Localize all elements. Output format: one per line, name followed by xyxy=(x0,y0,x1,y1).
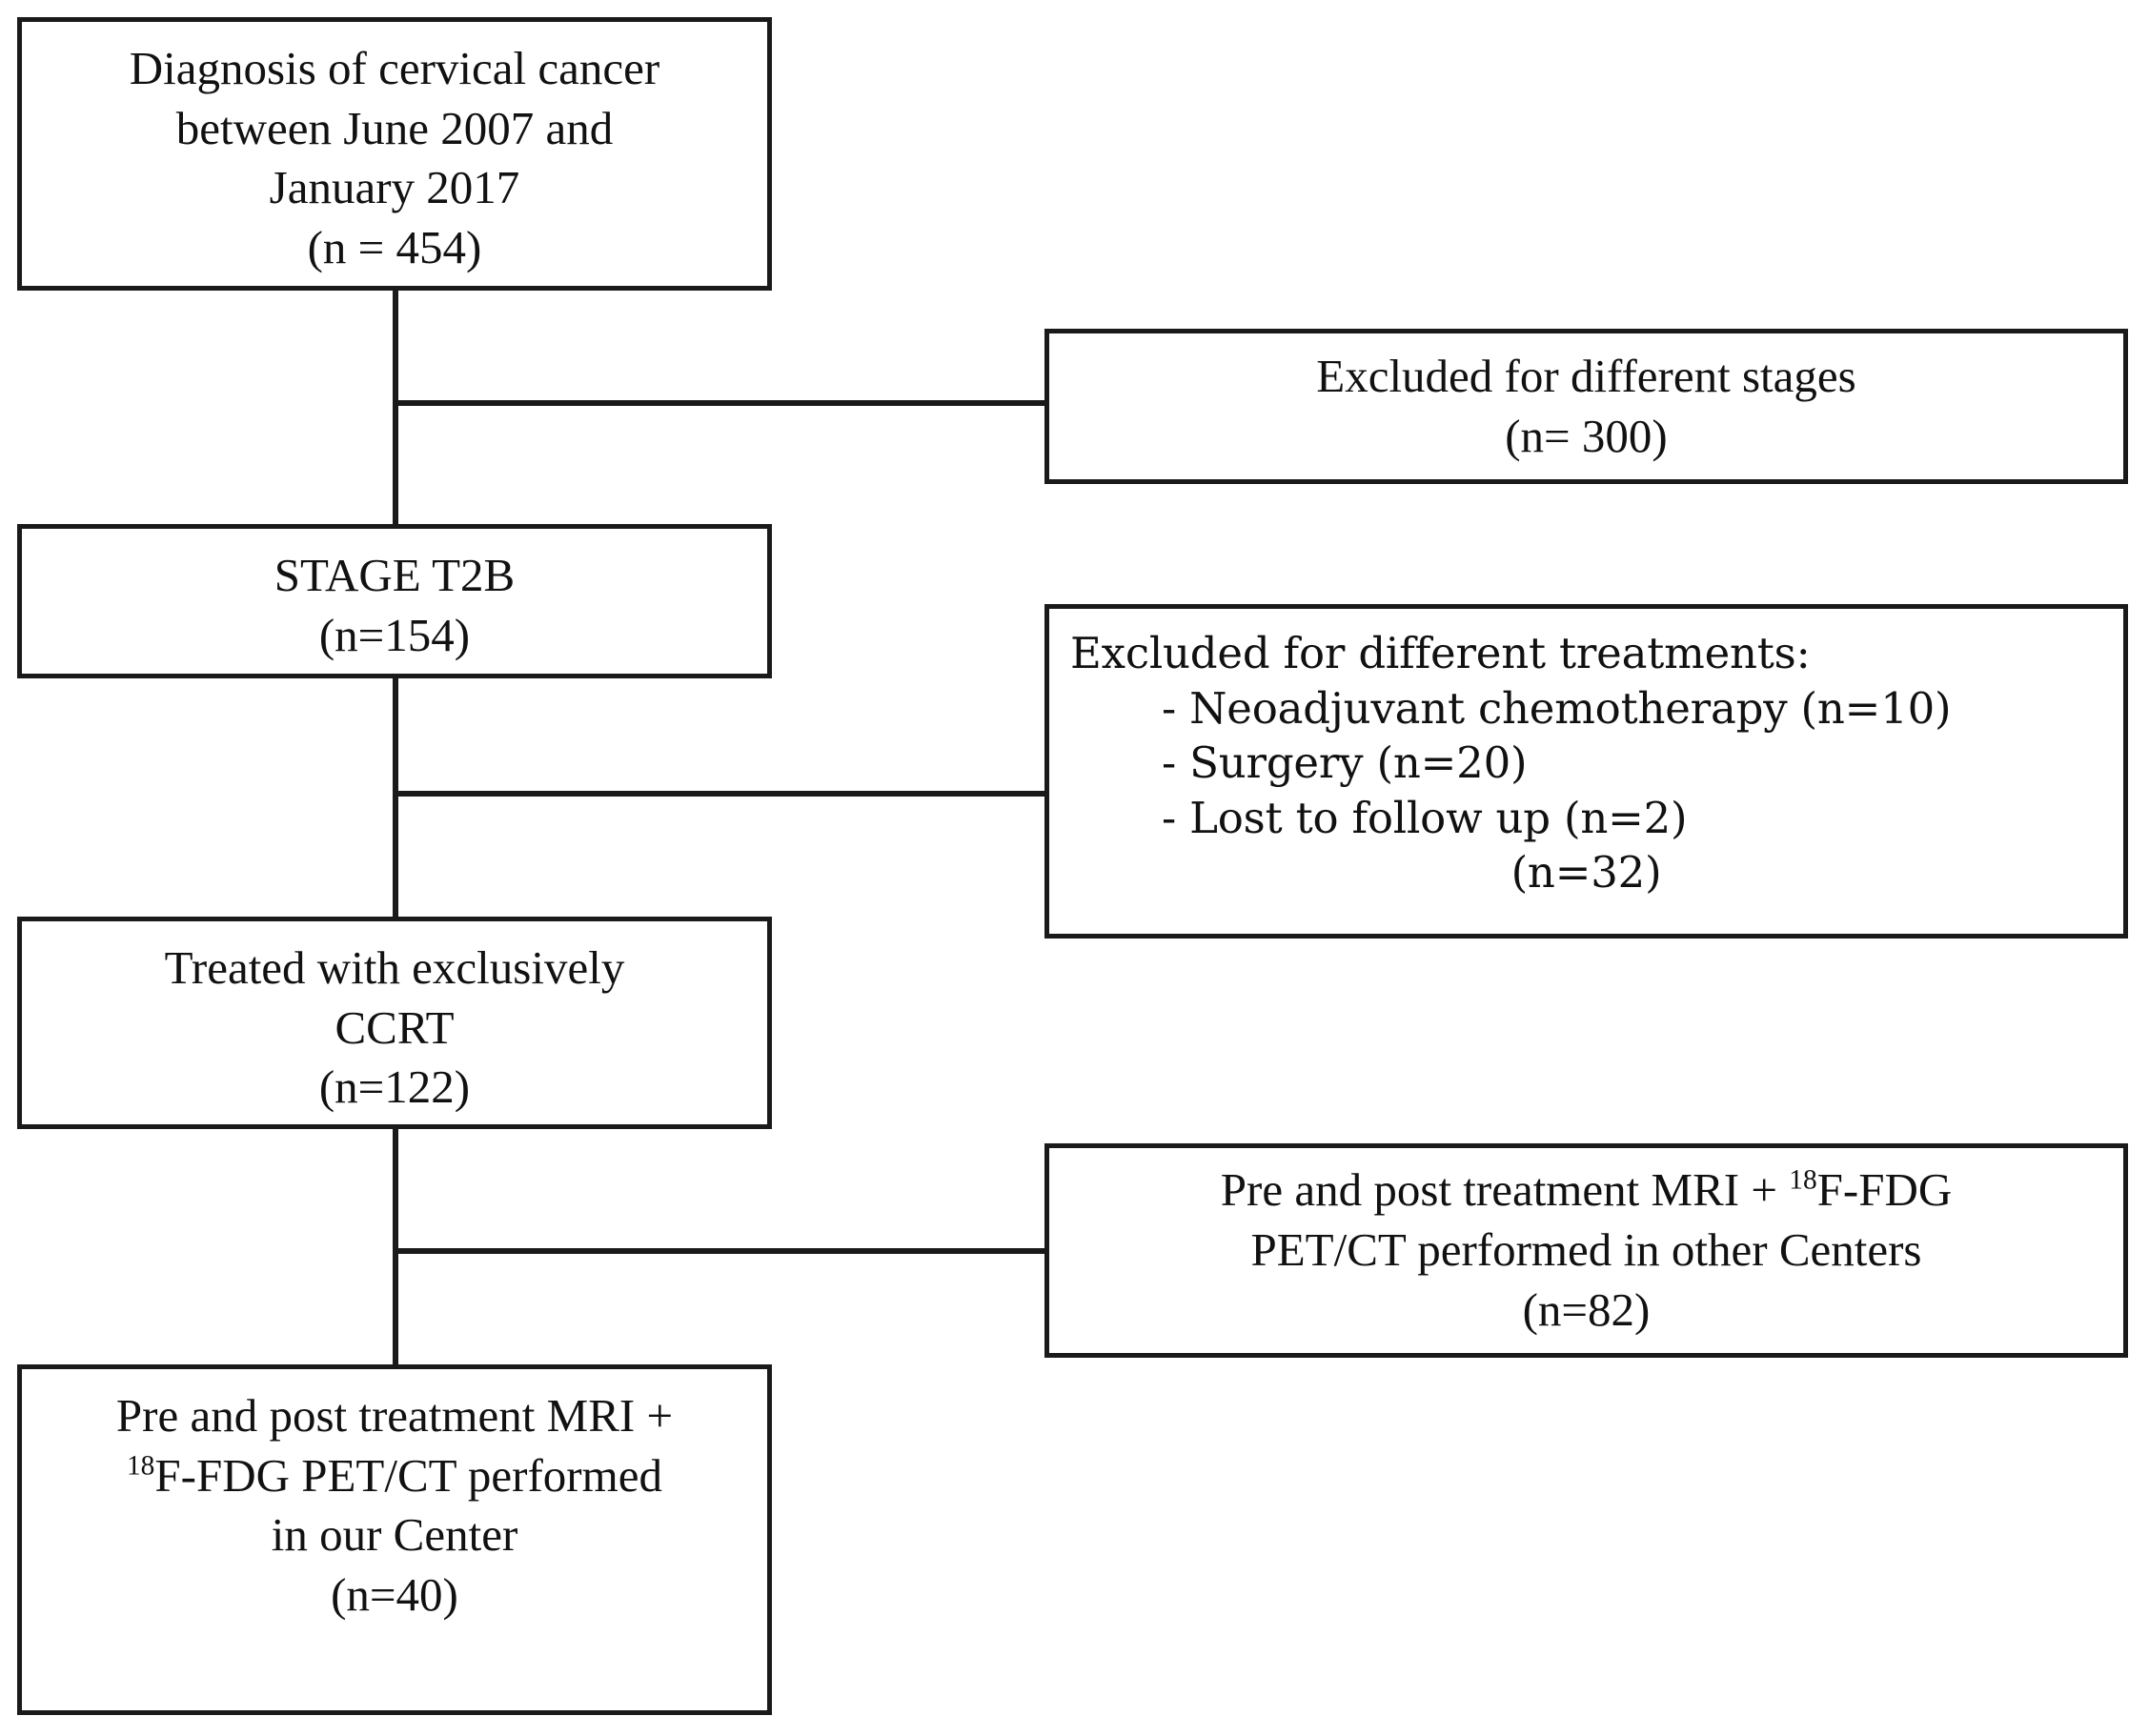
fluorine-18-superscript-2: 18 xyxy=(126,1450,155,1482)
connector-branch-excluded-stages xyxy=(393,400,1050,406)
fluorine-18-superscript: 18 xyxy=(1789,1165,1817,1197)
our-center-line-3: in our Center xyxy=(271,1508,518,1562)
ccrt-line-2: CCRT xyxy=(335,1000,455,1054)
excluded-stages-count: (n= 300) xyxy=(1505,409,1668,462)
node-diagnosis: Diagnosis of cervical cancer between Jun… xyxy=(17,17,772,291)
diagnosis-line-3: January 2017 xyxy=(269,161,520,214)
connector-branch-other-centers xyxy=(393,1248,1050,1254)
excluded-stages-label: Excluded for different stages xyxy=(1316,349,1856,402)
our-center-line-2-text: F-FDG PET/CT performed xyxy=(154,1448,662,1502)
node-excluded-treatments: Excluded for different treatments: - Neo… xyxy=(1044,604,2128,939)
diagnosis-line-1: Diagnosis of cervical cancer xyxy=(129,42,660,94)
excluded-treatments-total: (n=32) xyxy=(1510,847,1662,898)
our-center-count: (n=40) xyxy=(331,1568,458,1622)
node-stage-t2b: STAGE T2B (n=154) xyxy=(17,524,772,678)
stage-count: (n=154) xyxy=(318,608,471,661)
other-centers-line-1: Pre and post treatment MRI + 18F-FDG xyxy=(1070,1161,2102,1221)
connector-diagnosis-to-stage xyxy=(393,291,398,527)
excluded-treatments-item-1: - Neoadjuvant chemotherapy (n=10) xyxy=(1162,682,1952,734)
other-centers-count: (n=82) xyxy=(1522,1282,1651,1336)
other-centers-line-1-text-b: F-FDG xyxy=(1816,1163,1953,1217)
diagnosis-line-2: between June 2007 and xyxy=(175,101,614,154)
excluded-treatments-item-2: - Surgery (n=20) xyxy=(1162,737,1528,789)
our-center-line-2: 18F-FDG PET/CT performed xyxy=(43,1446,746,1506)
stage-label: STAGE T2B xyxy=(274,549,516,601)
connector-stage-to-ccrt xyxy=(393,678,398,919)
other-centers-line-2: PET/CT performed in other Centers xyxy=(1250,1223,1922,1277)
ccrt-count: (n=122) xyxy=(318,1060,471,1114)
ccrt-line-1: Treated with exclusively xyxy=(164,941,625,994)
our-center-line-1: Pre and post treatment MRI + xyxy=(115,1389,674,1442)
excluded-treatments-heading: Excluded for different treatments: xyxy=(1070,628,1811,678)
other-centers-line-1-text-a: Pre and post treatment MRI + xyxy=(1220,1163,1790,1217)
excluded-treatments-item-3: - Lost to follow up (n=2) xyxy=(1162,792,1688,843)
diagnosis-count: (n = 454) xyxy=(307,221,482,274)
node-excluded-stages: Excluded for different stages (n= 300) xyxy=(1044,329,2128,484)
node-our-center: Pre and post treatment MRI + 18F-FDG PET… xyxy=(17,1364,772,1715)
node-other-centers: Pre and post treatment MRI + 18F-FDG PET… xyxy=(1044,1143,2128,1358)
connector-branch-excluded-treatments xyxy=(393,791,1050,797)
node-ccrt: Treated with exclusively CCRT (n=122) xyxy=(17,917,772,1129)
